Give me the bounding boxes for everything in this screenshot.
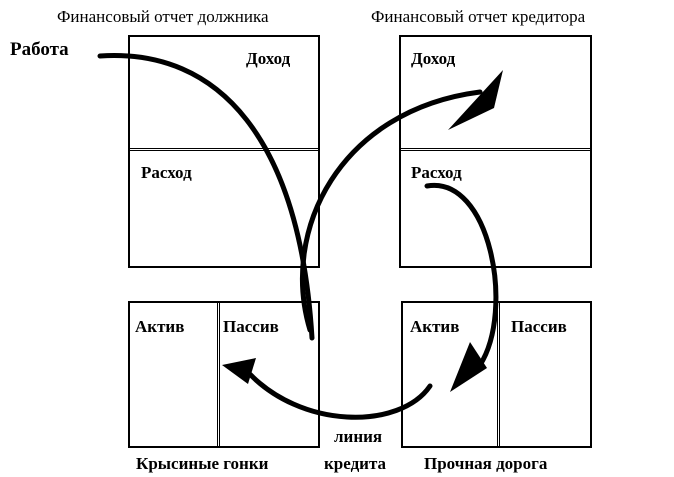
work-label: Работа (10, 39, 69, 60)
debtor-balance-divider (217, 301, 220, 448)
credit-line-label-bottom: кредита (324, 454, 387, 473)
creditor-statement-divider (399, 148, 592, 151)
debtor-income-label: Доход (246, 49, 291, 68)
creditor-liability-label: Пассив (511, 317, 567, 336)
creditor-expense-label: Расход (411, 163, 462, 182)
credit-line-arrow (243, 367, 433, 420)
debtor-liability-label: Пассив (223, 317, 279, 336)
debtor-balance-caption: Крысиные гонки (136, 454, 269, 473)
debtor-statement-divider (128, 148, 320, 151)
expense-to-asset-arrow (424, 183, 499, 368)
debtor-expense-label: Расход (141, 163, 192, 182)
creditor-balance-caption: Прочная дорога (424, 454, 548, 473)
arrowhead-creditor-asset (450, 342, 487, 392)
liability-to-creditor-income-arrow (300, 89, 483, 333)
debtor-report-title: Финансовый отчет должника (57, 7, 269, 26)
creditor-report-title: Финансовый отчет кредитора (371, 7, 586, 26)
work-to-liability-arrow (97, 53, 315, 341)
debtor-asset-label: Актив (135, 317, 185, 336)
credit-line-label-top: линия (334, 427, 383, 446)
arrowhead-debtor-liability (222, 358, 256, 384)
debtor-balance-sheet (128, 301, 320, 448)
debtor-income-statement (128, 35, 320, 268)
arrowhead-creditor-income (448, 70, 503, 130)
creditor-asset-label: Актив (410, 317, 460, 336)
creditor-income-label: Доход (411, 49, 456, 68)
